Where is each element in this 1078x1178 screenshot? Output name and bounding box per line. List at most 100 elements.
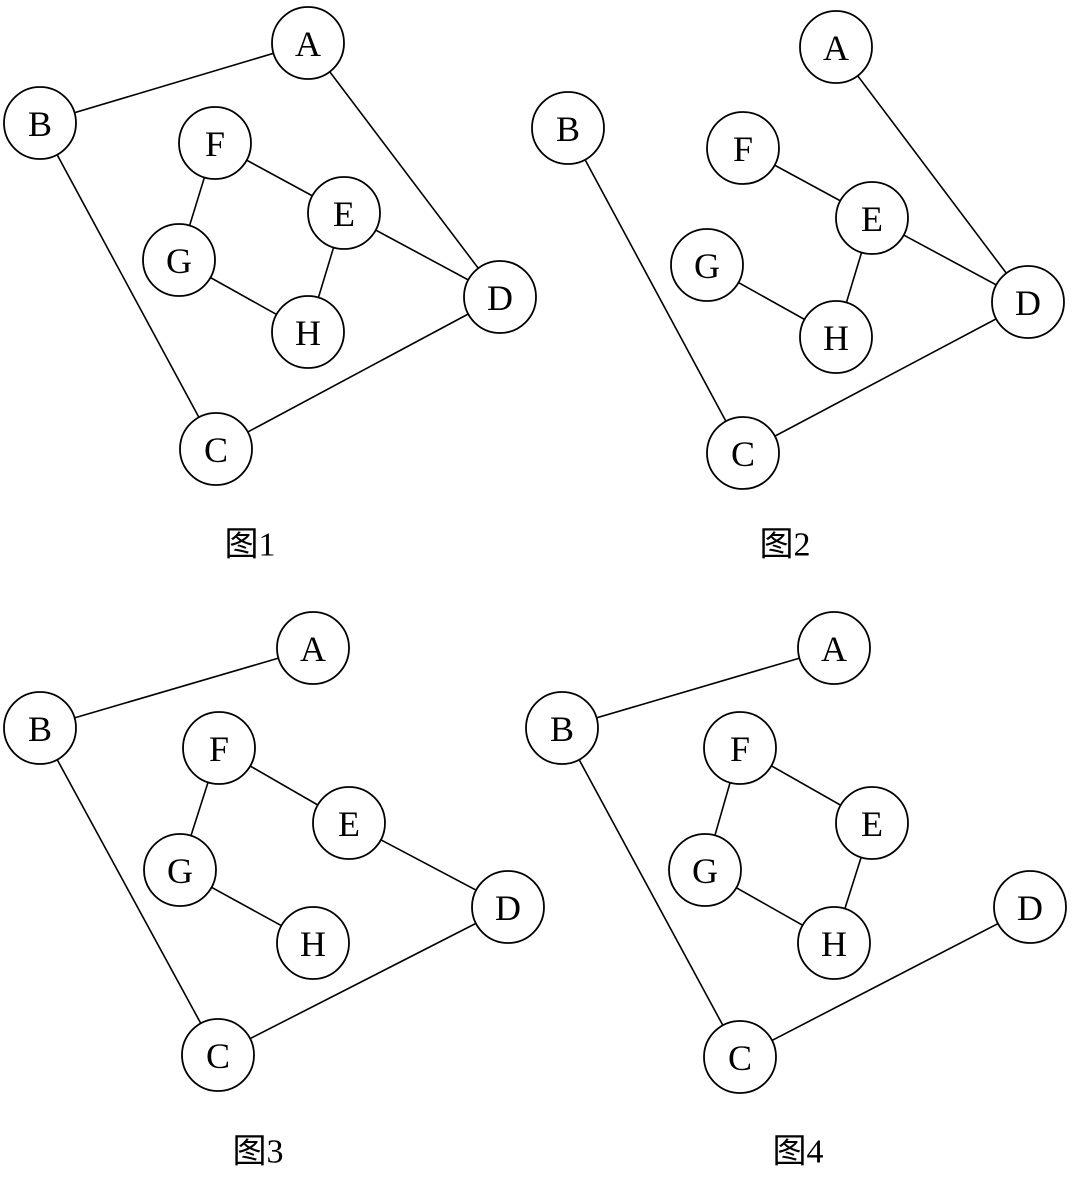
node-b: B [525,691,599,765]
figure-caption: 图4 [773,1134,824,1171]
edge-c-d [742,301,1029,454]
node-label: A [823,28,849,68]
edges-layer [561,647,1031,1058]
figure-caption: 图1 [225,527,276,564]
node-circle [471,870,545,944]
node-d: D [463,260,537,334]
node-f: F [703,711,777,785]
node-e: E [835,181,909,255]
edge-b-c [39,727,219,1056]
node-label: G [166,241,192,281]
node-circle [276,611,350,685]
node-circle [706,111,780,185]
figure-caption: 图2 [760,527,811,564]
node-f: F [706,111,780,185]
node-d: D [993,870,1067,944]
node-circle [668,833,742,907]
node-label: C [204,430,228,470]
node-circle [3,86,77,160]
node-circle [3,691,77,765]
node-circle [835,786,909,860]
node-h: H [797,906,871,980]
node-circle [670,228,744,302]
node-f: F [178,106,252,180]
edge-a-d [307,42,501,298]
node-label: F [205,124,225,164]
node-e: E [307,176,381,250]
node-circle [525,691,599,765]
node-label: F [209,729,229,769]
node-label: E [861,199,883,239]
node-label: A [295,24,321,64]
node-circle [703,1020,777,1094]
node-label: G [694,246,720,286]
node-label: E [338,804,360,844]
node-label: D [495,888,521,928]
edge-c-d [739,906,1031,1058]
node-c: C [181,1018,255,1092]
edge-a-b [561,647,835,729]
node-label: G [692,851,718,891]
edges-layer [39,647,509,1056]
edge-a-b [39,647,314,729]
node-circle [182,711,256,785]
node-c: C [703,1020,777,1094]
node-label: A [821,629,847,669]
graph-panel-2: A B C D E F G H 图2 [531,10,1065,564]
node-a: A [799,10,873,84]
node-circle [143,833,217,907]
graph-panel-1: A B C D E F G H 图1 [3,6,537,564]
node-label: D [1017,888,1043,928]
node-f: F [182,711,256,785]
node-b: B [531,91,605,165]
node-c: C [706,416,780,490]
node-label: H [295,313,321,353]
node-label: A [300,629,326,669]
node-circle [142,223,216,297]
edge-b-c [561,727,741,1058]
node-circle [181,1018,255,1092]
node-b: B [3,86,77,160]
node-c: C [179,412,253,486]
node-label: B [556,109,580,149]
node-circle [312,786,386,860]
node-label: H [821,924,847,964]
graph-panel-4: A B C D E F G H 图4 [525,611,1067,1171]
edge-b-c [567,127,744,454]
node-e: E [835,786,909,860]
node-label: F [733,129,753,169]
node-circle [797,906,871,980]
node-circle [463,260,537,334]
node-circle [799,300,873,374]
node-e: E [312,786,386,860]
node-h: H [271,295,345,369]
node-h: H [799,300,873,374]
node-d: D [471,870,545,944]
node-label: F [730,729,750,769]
node-label: B [550,709,574,749]
edge-a-b [39,42,309,124]
edge-b-c [39,122,217,450]
edges-layer [567,46,1029,454]
node-circle [178,106,252,180]
edge-c-d [217,906,509,1056]
edges-layer [39,42,501,450]
node-circle [276,906,350,980]
node-circle [991,265,1065,339]
node-g: G [143,833,217,907]
node-label: D [1015,283,1041,323]
node-label: B [28,104,52,144]
node-label: G [167,851,193,891]
node-g: G [668,833,742,907]
node-circle [797,611,871,685]
node-label: D [487,278,513,318]
node-a: A [271,6,345,80]
node-circle [799,10,873,84]
node-label: C [728,1038,752,1078]
node-b: B [3,691,77,765]
node-a: A [797,611,871,685]
node-g: G [142,223,216,297]
node-label: E [861,804,883,844]
node-circle [531,91,605,165]
node-circle [703,711,777,785]
